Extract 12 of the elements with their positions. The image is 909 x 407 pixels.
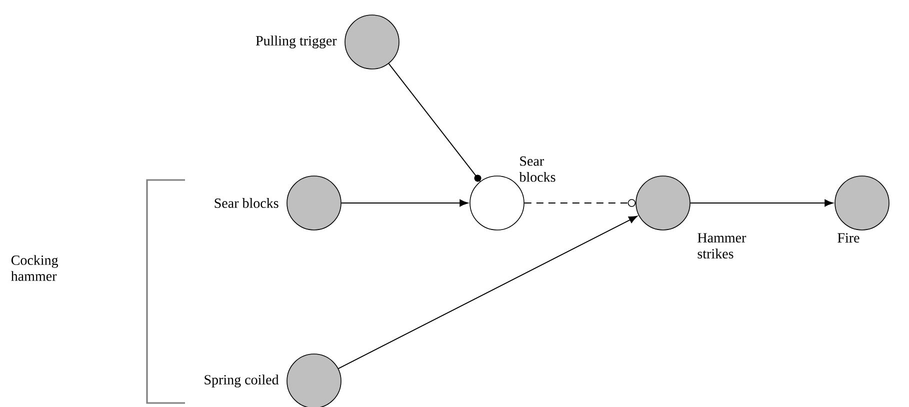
arrow [338,216,638,370]
group-label: Cocking hammer [11,255,58,281]
node-label: Sear blocks [214,198,278,208]
arrow [340,199,468,207]
arrow [690,199,834,207]
arrow [388,63,482,182]
arrow [524,199,636,207]
node-label: Fire [838,233,860,243]
node-label: Hammer strikes [698,233,746,258]
node-label: Pulling trigger [256,36,337,48]
node-label: Sear blocks [519,156,556,182]
node-label: Spring coiled [204,374,279,388]
